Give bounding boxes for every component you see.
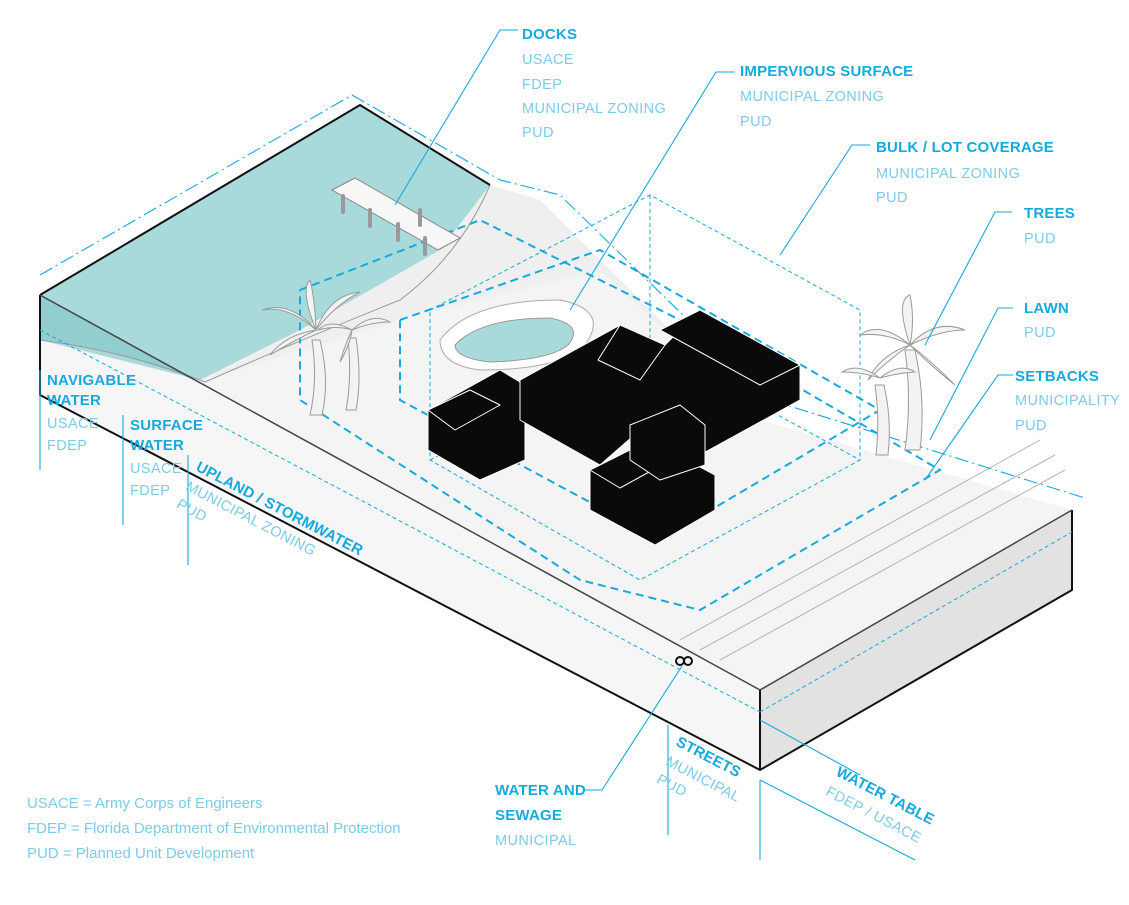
label-water-table: WATER TABLE FDEP / USACE [823,763,937,848]
label-bulk: BULK / LOT COVERAGE MUNICIPAL ZONING PUD [876,139,1054,206]
docks-line-3: MUNICIPAL ZONING [522,101,666,117]
trees-line-1: PUD [1024,231,1056,247]
legend: USACE = Army Corps of Engineers FDEP = F… [27,795,401,862]
label-docks: DOCKS USACE FDEP MUNICIPAL ZONING PUD [522,26,666,141]
surface-line-2: FDEP [130,483,170,499]
bulk-line-1: MUNICIPAL ZONING [876,166,1020,182]
sewage-line-1: MUNICIPAL [495,833,576,849]
setbacks-title: SETBACKS [1015,368,1099,385]
navigable-title-2: WATER [47,392,101,409]
setbacks-line-2: PUD [1015,418,1047,434]
surface-title-2: WATER [130,437,184,454]
navigable-line-2: FDEP [47,438,87,454]
lawn-line-1: PUD [1024,325,1056,341]
trees-title: TREES [1024,205,1075,222]
impervious-line-1: MUNICIPAL ZONING [740,89,884,105]
label-impervious: IMPERVIOUS SURFACE MUNICIPAL ZONING PUD [740,63,913,130]
label-sewage: WATER AND SEWAGE MUNICIPAL [495,782,586,849]
setbacks-line-1: MUNICIPALITY [1015,393,1120,409]
bulk-line-2: PUD [876,190,908,206]
sewage-title-1: WATER AND [495,782,586,799]
docks-title: DOCKS [522,26,577,43]
bulk-title: BULK / LOT COVERAGE [876,139,1054,156]
docks-line-2: FDEP [522,77,562,93]
surface-title-1: SURFACE [130,417,203,434]
palm-tree-right [842,295,965,455]
navigable-line-1: USACE [47,416,99,432]
surface-line-1: USACE [130,461,182,477]
lawn-title: LAWN [1024,300,1069,317]
legend-fdep: FDEP = Florida Department of Environment… [27,820,401,837]
label-setbacks: SETBACKS MUNICIPALITY PUD [1015,368,1120,434]
impervious-title: IMPERVIOUS SURFACE [740,63,913,80]
legend-pud: PUD = Planned Unit Development [27,845,255,862]
label-lawn: LAWN PUD [1024,300,1069,341]
label-trees: TREES PUD [1024,205,1075,247]
docks-line-4: PUD [522,125,554,141]
sewage-title-2: SEWAGE [495,807,562,824]
docks-line-1: USACE [522,52,574,68]
navigable-title-1: NAVIGABLE [47,372,136,389]
legend-usace: USACE = Army Corps of Engineers [27,795,263,812]
impervious-line-2: PUD [740,114,772,130]
